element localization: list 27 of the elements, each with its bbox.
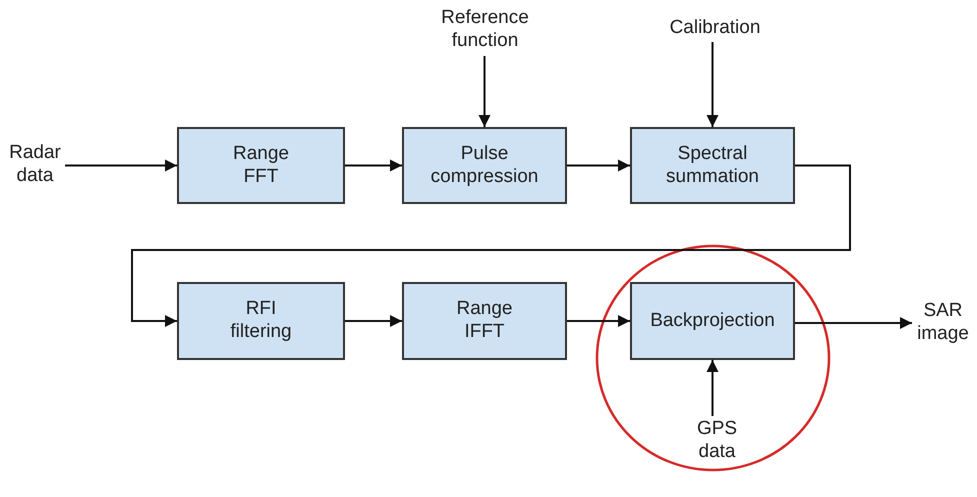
node-text: Reference function	[441, 7, 529, 53]
node-text: Backprojection	[650, 310, 775, 332]
node-text: Calibration	[670, 16, 760, 40]
arrow	[345, 160, 402, 172]
arrow	[567, 315, 630, 327]
arrow	[478, 56, 490, 127]
arrow	[131, 164, 851, 327]
arrow	[795, 317, 912, 329]
arrow	[567, 160, 630, 172]
arrow	[345, 315, 402, 327]
node-text: RFI filtering	[230, 298, 292, 344]
arrow	[706, 360, 718, 416]
node-text: Pulse compression	[430, 142, 538, 188]
arrow	[706, 42, 718, 127]
node-text: Radar data	[9, 142, 61, 188]
process-box	[630, 127, 795, 204]
node-text: Spectral summation	[666, 142, 759, 188]
process-box	[177, 282, 345, 360]
node-text: Range IFFT	[456, 298, 512, 344]
node-text: Range FFT	[233, 142, 289, 188]
process-box	[402, 282, 567, 360]
process-box	[630, 282, 795, 360]
process-box	[177, 127, 345, 204]
process-box	[402, 127, 567, 204]
arrow	[65, 160, 177, 172]
node-text: SAR image	[917, 300, 969, 346]
node-text: GPS data	[696, 418, 738, 464]
